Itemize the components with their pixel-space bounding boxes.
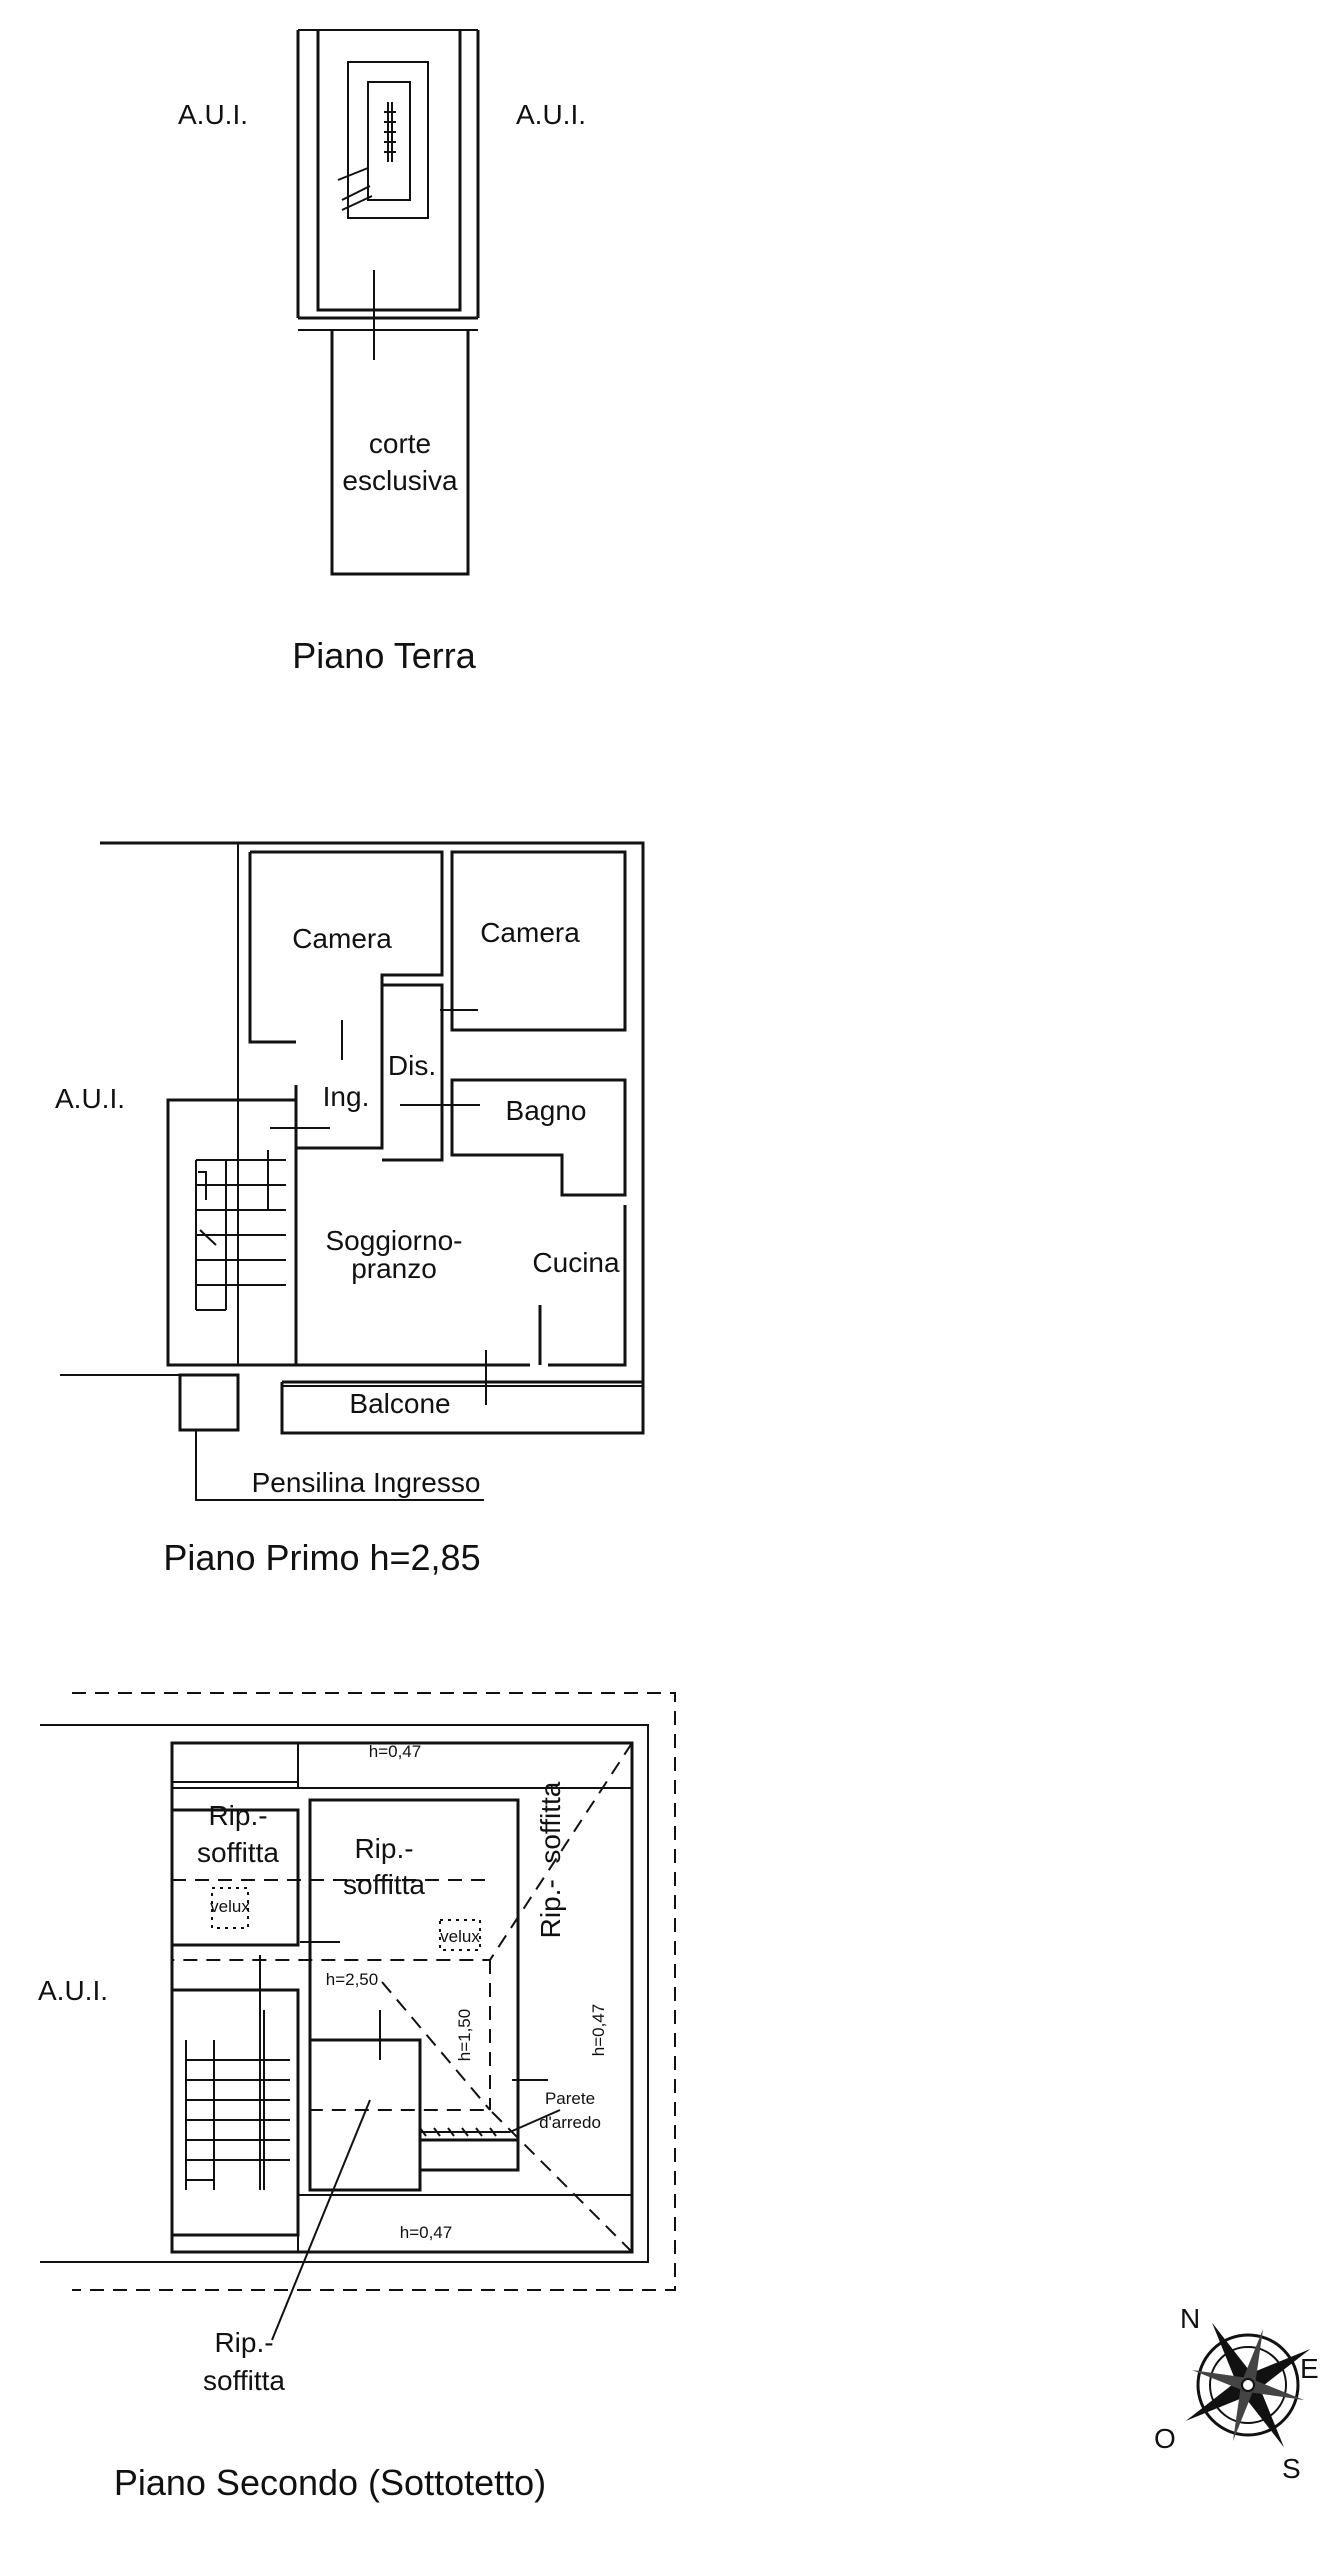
soggiorno-label-line1: Soggiorno- <box>326 1225 463 1256</box>
rip-bottom-line2: soffitta <box>203 2365 285 2396</box>
compass-s-label: S <box>1282 2453 1301 2484</box>
rip-right-vertical: Rip.- soffitta <box>535 1781 566 1938</box>
bagno-label: Bagno <box>506 1095 587 1126</box>
camera-right-label: Camera <box>480 917 580 948</box>
floor-title-second: Piano Secondo (Sottotetto) <box>114 2462 546 2503</box>
aui-label-ground-right: A.U.I. <box>516 99 586 130</box>
second-floor-plan <box>40 1692 676 2341</box>
rip-bottom-line1: Rip.- <box>214 2327 273 2358</box>
rip-left-line1: Rip.- <box>208 1800 267 1831</box>
compass-rose-icon <box>1185 2322 1311 2448</box>
floor-title-ground: Piano Terra <box>292 635 476 676</box>
ground-floor-plan <box>296 29 480 576</box>
aui-label-first: A.U.I. <box>55 1083 125 1114</box>
floor-title-first: Piano Primo h=2,85 <box>163 1537 480 1578</box>
balcone-label: Balcone <box>349 1388 450 1419</box>
cucina-label: Cucina <box>532 1247 620 1278</box>
rip-center-line2: soffitta <box>343 1869 425 1900</box>
corte-label-line2: esclusiva <box>342 465 458 496</box>
h150-label: h=1,50 <box>455 2009 474 2061</box>
velux-right-label: velux <box>440 1927 480 1946</box>
aui-label-ground-left: A.U.I. <box>178 99 248 130</box>
rip-center-line1: Rip.- <box>354 1833 413 1864</box>
h047-right-label: h=0,47 <box>589 2004 608 2056</box>
first-floor-plan <box>60 841 645 1501</box>
compass-e-label: E <box>1300 2353 1319 2384</box>
ing-label: Ing. <box>323 1081 370 1112</box>
h047-top-label: h=0,47 <box>369 1742 421 1761</box>
h250-label: h=2,50 <box>326 1970 378 1989</box>
soggiorno-label-line2: pranzo <box>351 1253 437 1284</box>
rip-left-line2: soffitta <box>197 1837 279 1868</box>
pensilina-label: Pensilina Ingresso <box>252 1467 481 1498</box>
compass-o-label: O <box>1154 2423 1176 2454</box>
dis-label: Dis. <box>388 1050 436 1081</box>
parete-label-line2: d'arredo <box>539 2113 601 2132</box>
h047-bottom-label: h=0,47 <box>400 2223 452 2242</box>
aui-label-second: A.U.I. <box>38 1975 108 2006</box>
velux-left-label: velux <box>210 1897 250 1916</box>
compass-n-label: N <box>1180 2303 1200 2334</box>
camera-left-label: Camera <box>292 923 392 954</box>
corte-label-line1: corte <box>369 428 431 459</box>
parete-label-line1: Parete <box>545 2089 595 2108</box>
